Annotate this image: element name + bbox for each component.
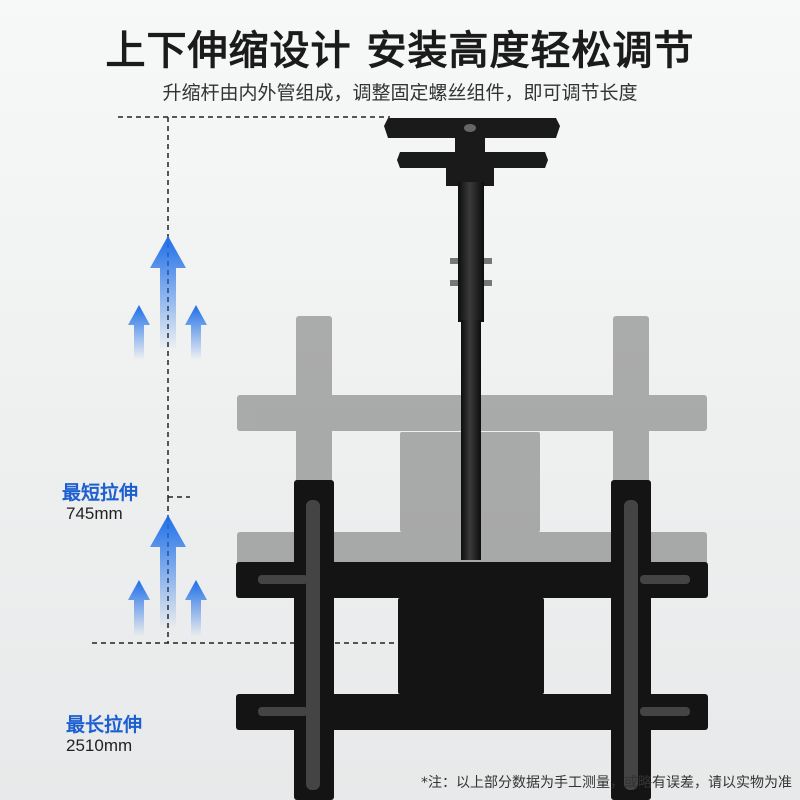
inner-tube	[461, 320, 481, 560]
ceiling-plate	[384, 118, 560, 186]
up-arrow-icon	[128, 515, 207, 636]
mount-slots	[258, 500, 690, 790]
up-arrow-icon	[128, 236, 207, 360]
page-title: 上下伸缩设计 安装高度轻松调节	[105, 28, 695, 74]
measurement-value: 2510mm	[66, 736, 133, 755]
clamp-bolts	[450, 258, 492, 286]
measurement-value: 745mm	[66, 504, 123, 523]
page-subtitle: 升缩杆由内外管组成，调整固定螺丝组件，即可调节长度	[162, 82, 638, 104]
measurement-label: 最短拉伸	[62, 482, 139, 504]
outer-tube	[458, 182, 484, 322]
measurement-label: 最长拉伸	[66, 714, 143, 736]
main-mount	[236, 480, 708, 800]
footnote: *注：以上部分数据为手工测量，或略有误差，请以实物为准	[421, 775, 792, 791]
